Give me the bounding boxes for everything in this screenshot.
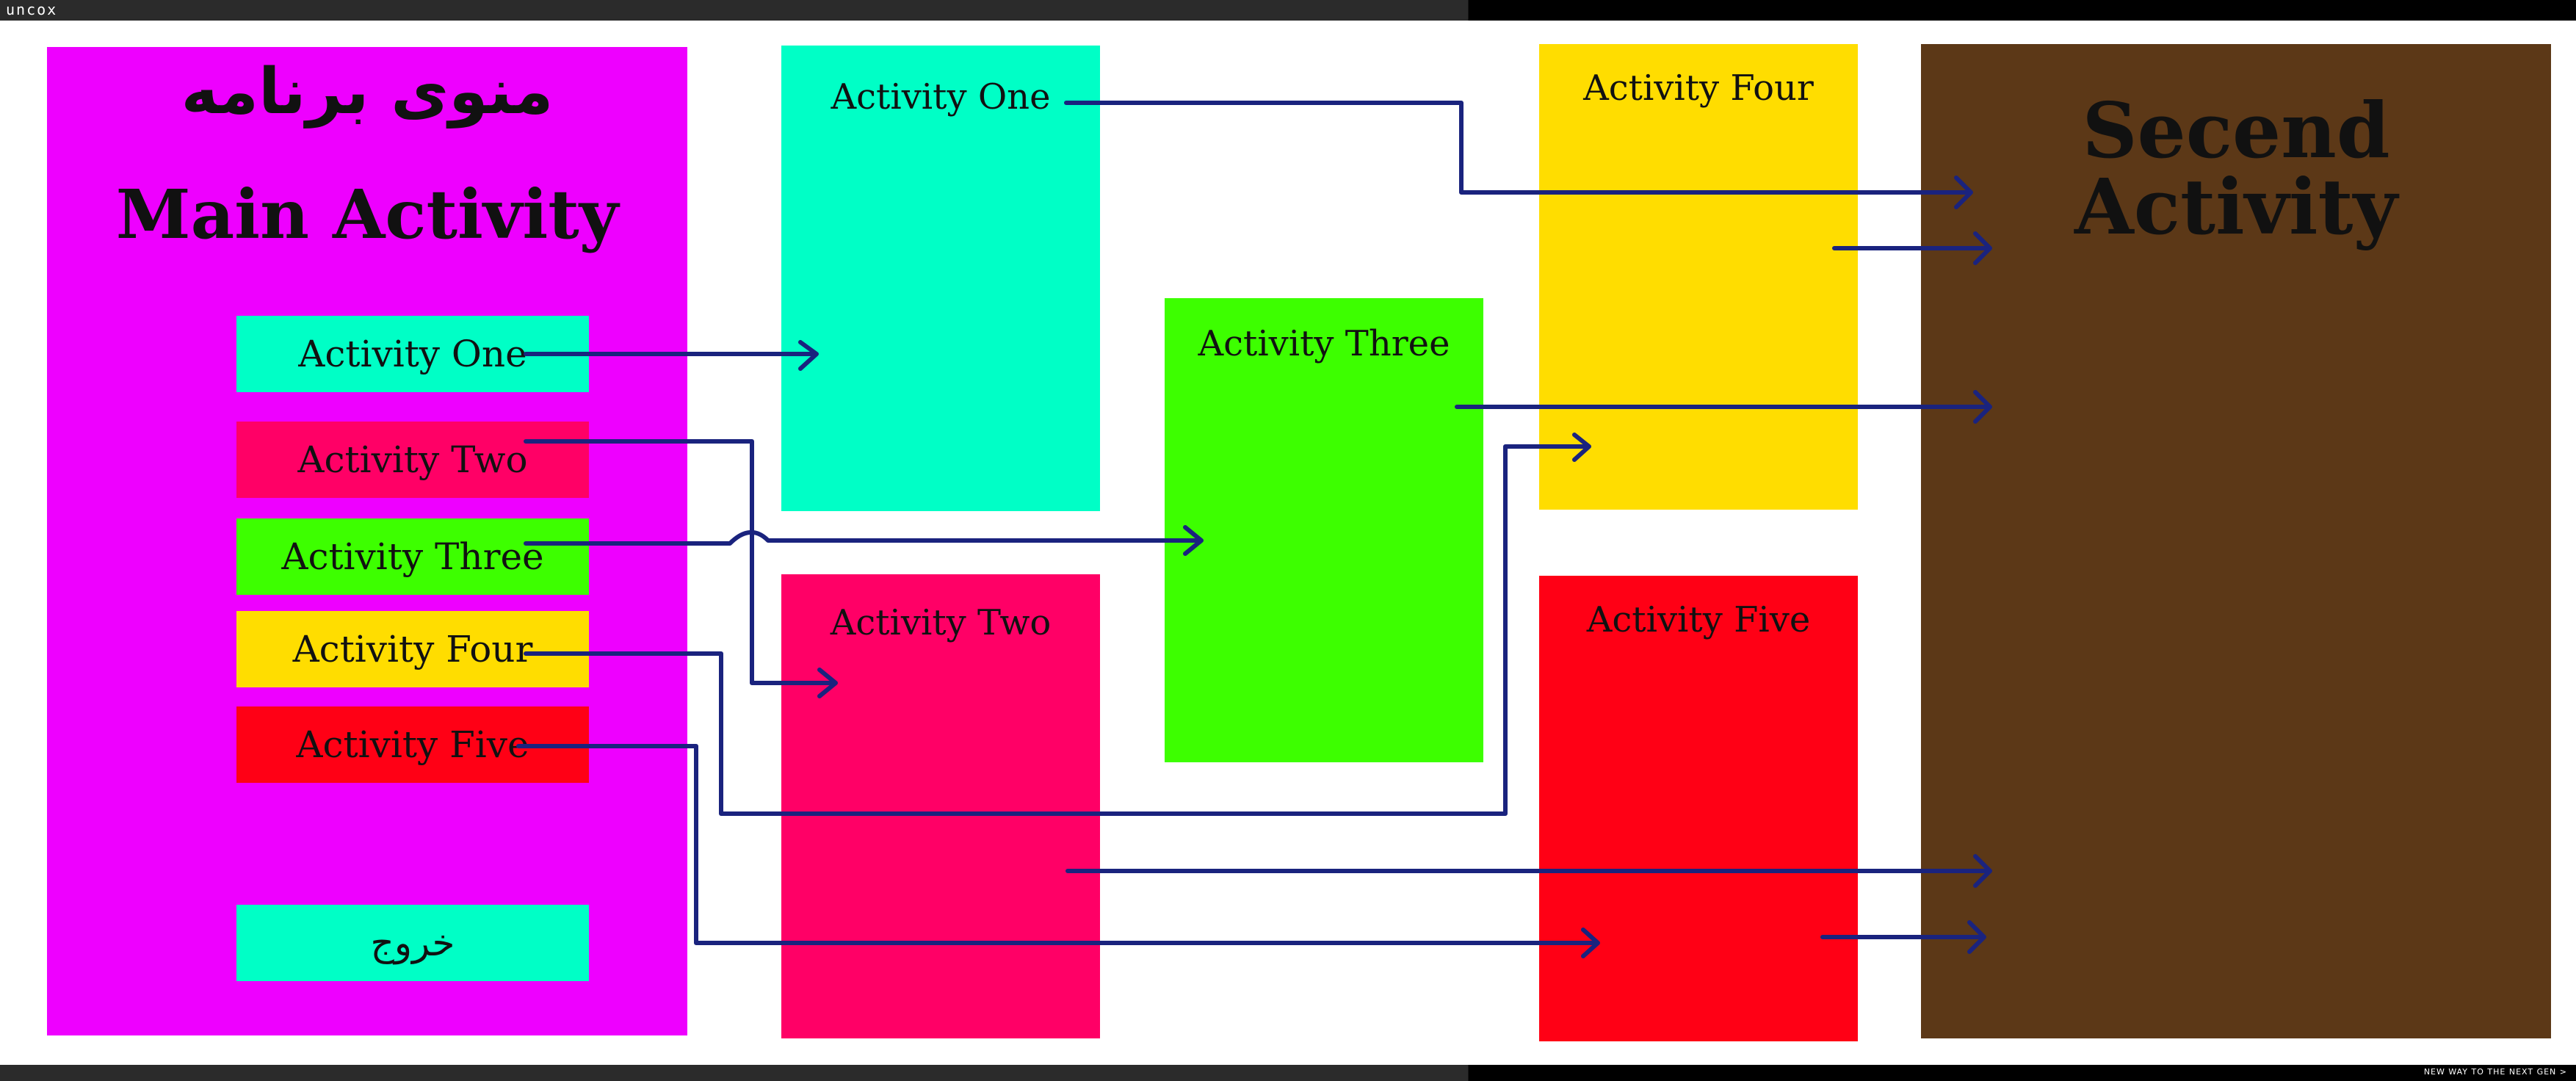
main-activity-title-fa: منوی برنامه (181, 55, 554, 129)
brand-logo: uncox (6, 1, 58, 18)
menu-button-activity-five[interactable]: Activity Five (236, 706, 589, 783)
main-activity-title-en: Main Activity (115, 175, 619, 254)
main-activity-panel: منوی برنامه Main Activity Activity One A… (47, 47, 687, 1035)
footer-tagline: NEW WAY TO THE NEXT GEN > (2423, 1067, 2567, 1077)
second-activity-screen: Secend Activity (1921, 44, 2551, 1038)
activity-four-title: Activity Four (1583, 68, 1814, 109)
activity-four-screen: Activity Four (1539, 44, 1858, 510)
second-activity-title: Secend Activity (2074, 85, 2398, 252)
activity-two-screen: Activity Two (781, 574, 1100, 1038)
activity-three-screen: Activity Three (1165, 298, 1483, 762)
menu-button-activity-four[interactable]: Activity Four (236, 611, 589, 687)
bottom-bar: NEW WAY TO THE NEXT GEN > (0, 1065, 2576, 1081)
activity-three-title: Activity Three (1198, 323, 1450, 364)
menu-button-activity-three[interactable]: Activity Three (236, 518, 589, 595)
activity-one-title: Activity One (831, 76, 1051, 118)
activity-five-screen: Activity Five (1539, 576, 1858, 1041)
activity-one-screen: Activity One (781, 46, 1100, 511)
exit-button[interactable]: خروج (236, 905, 589, 981)
menu-button-activity-two[interactable]: Activity Two (236, 422, 589, 498)
activity-two-title: Activity Two (830, 602, 1052, 643)
menu-button-activity-one[interactable]: Activity One (236, 316, 589, 392)
activity-five-title: Activity Five (1586, 599, 1811, 640)
top-bar: uncox (0, 0, 2576, 21)
